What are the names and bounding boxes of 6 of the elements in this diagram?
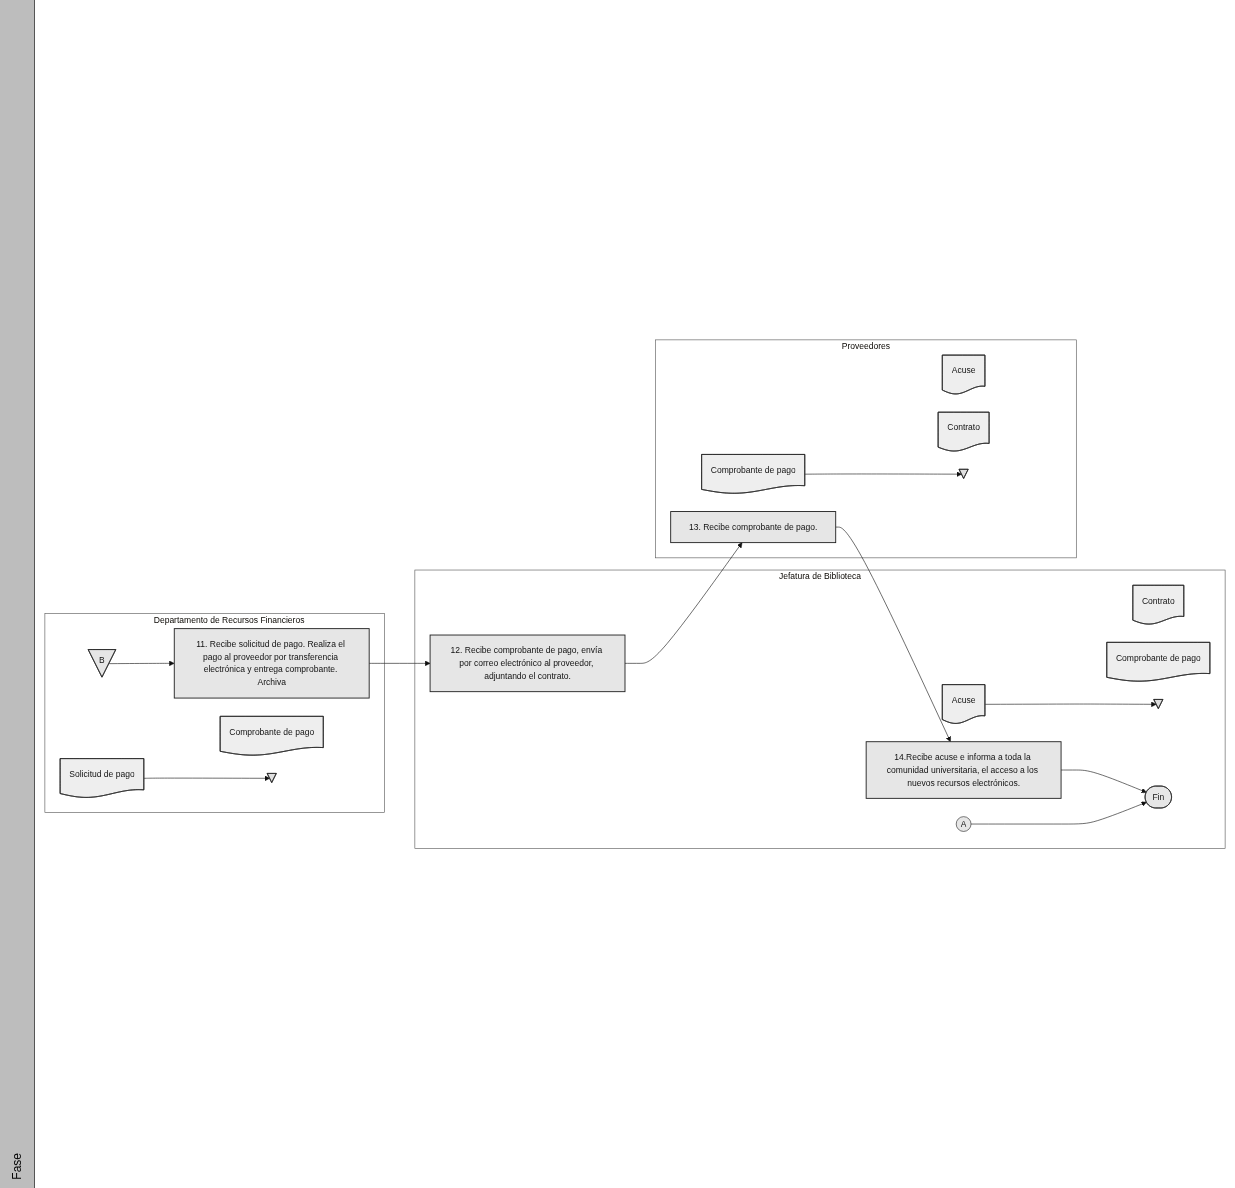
node-box: 11. Recibe solicitud de pago. Realiza el pago al proveedor por transferencia electrónica y entrega comprobante. Archiva [173,628,370,699]
node-box: 13. Recibe comprobante de pago. [670,510,837,543]
node-box: 12. Recibe comprobante de pago, envía por correo electrónico al proveedor, adjuntando el contrato. [429,634,626,692]
node-box: 14.Recibe acuse e informa a toda la comunidad universitaria, el acceso a los nuevos recursos electrónicos. [865,741,1062,799]
phase-label: Fase [10,1153,24,1180]
node-circle: A [955,816,972,832]
